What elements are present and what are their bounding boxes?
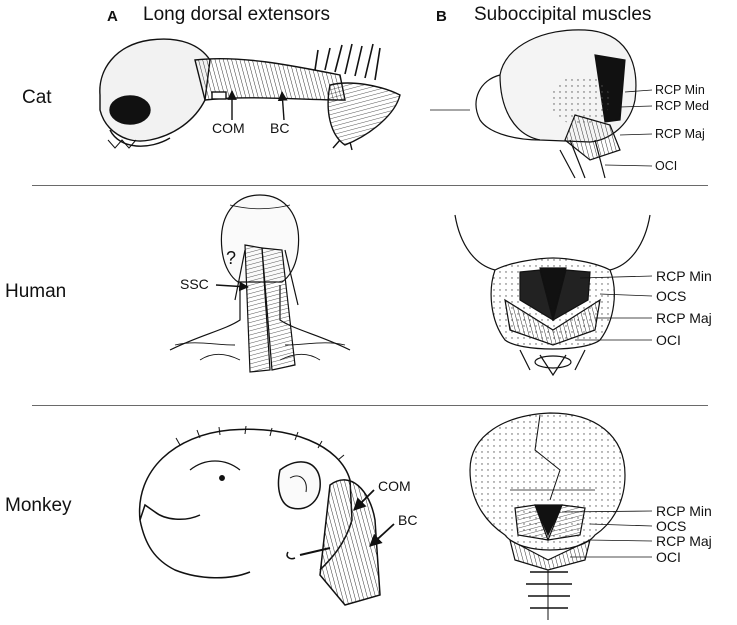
cat-b-label-rcp-med: RCP Med <box>655 99 709 113</box>
cat-a-label-bc: BC <box>270 120 290 136</box>
human-b-label-rcp-min: RCP Min <box>656 268 712 284</box>
monkey-a-label-com: COM <box>378 478 411 494</box>
monkey-b-label-rcp-min: RCP Min <box>656 503 712 519</box>
monkey-suboccipital-drawing <box>469 412 626 620</box>
monkey-bc-arrow <box>369 523 395 547</box>
column-b-title: Suboccipital muscles <box>474 4 652 25</box>
row-label-human: Human <box>5 281 67 302</box>
monkey-b-label-rcp-maj: RCP Maj <box>656 533 712 549</box>
monkey-b-label-oci: OCI <box>656 549 681 565</box>
cat-a-label-com: COM <box>212 120 245 136</box>
human-a-label-question: ? <box>226 248 237 268</box>
column-a-title: Long dorsal extensors <box>143 4 330 25</box>
human-b-label-rcp-maj: RCP Maj <box>656 310 712 326</box>
human-ssc-arrow <box>215 281 249 292</box>
human-suboccipital-drawing <box>454 214 651 377</box>
cat-b-label-rcp-min: RCP Min <box>655 83 705 97</box>
column-b-letter: B <box>436 8 447 25</box>
row-label-monkey: Monkey <box>5 495 72 516</box>
human-a-label-ssc: SSC <box>180 276 209 292</box>
human-b-label-oci: OCI <box>656 332 681 348</box>
row-label-cat: Cat <box>22 87 52 108</box>
cat-bc-arrow <box>277 91 288 121</box>
monkey-head-drawing <box>138 425 381 606</box>
cat-skeleton-drawing <box>99 38 401 151</box>
cat-suboccipital-drawing <box>430 29 637 179</box>
monkey-a-label-bc: BC <box>398 512 418 528</box>
human-b-label-ocs: OCS <box>656 288 687 304</box>
row-separator-2 <box>32 405 708 406</box>
cat-b-label-oci: OCI <box>655 159 678 173</box>
row-separator-1 <box>32 185 708 186</box>
human-neck-drawing <box>169 194 351 373</box>
cat-b-label-rcp-maj: RCP Maj <box>655 127 705 141</box>
column-a-letter: A <box>107 8 118 25</box>
monkey-b-label-ocs: OCS <box>656 518 687 534</box>
monkey-com-arrow <box>353 489 375 511</box>
